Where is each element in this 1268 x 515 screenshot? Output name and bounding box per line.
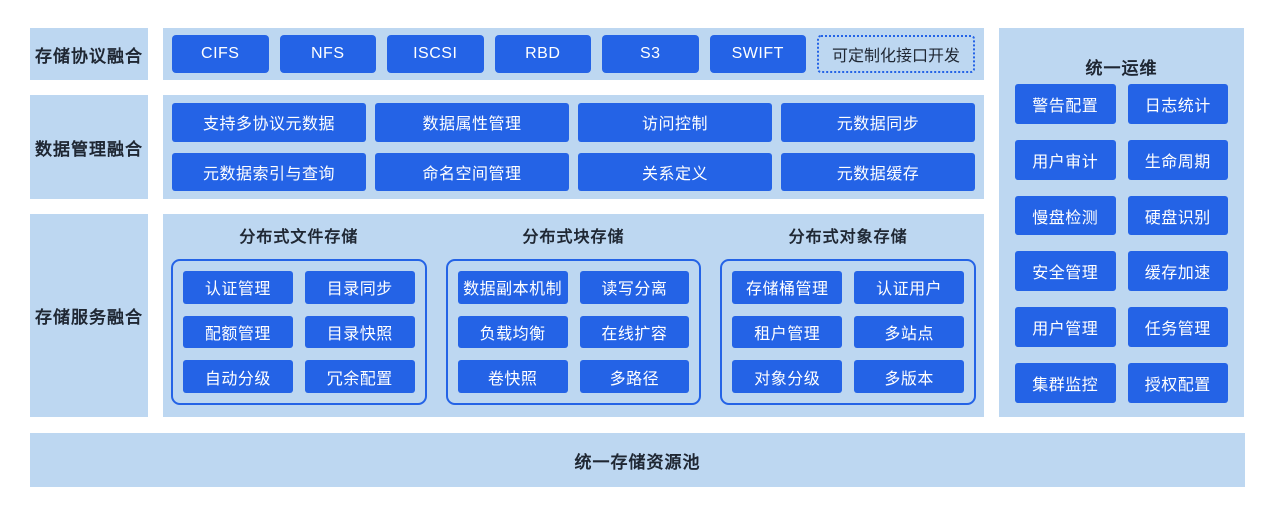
ops-block-disk-identify: 硬盘识别	[1127, 195, 1228, 236]
group-distributed-file-storage: 分布式文件存储 认证管理 目录同步 配额管理 目录快照 自动分级 冗余配置	[171, 224, 427, 405]
ops-block-user-audit: 用户审计	[1015, 139, 1116, 180]
svc-block-redundancy-config: 冗余配置	[304, 360, 415, 393]
group-title-file-storage: 分布式文件存储	[239, 229, 359, 246]
dm-block-metadata-sync: 元数据同步	[781, 103, 975, 142]
group-distributed-object-storage: 分布式对象存储 存储桶管理 认证用户 租户管理 多站点 对象分级 多版本	[720, 224, 977, 405]
protocol-cifs: CIFS	[172, 35, 269, 73]
storage-service-panel: 分布式文件存储 认证管理 目录同步 配额管理 目录快照 自动分级 冗余配置 分布…	[163, 214, 984, 417]
svc-block-multi-version: 多版本	[854, 360, 965, 393]
svc-block-object-tiering: 对象分级	[732, 360, 843, 393]
protocol-swift: SWIFT	[709, 35, 806, 73]
ops-block-lifecycle: 生命周期	[1127, 139, 1228, 180]
group-title-object-storage: 分布式对象存储	[788, 229, 908, 246]
ops-block-cluster-monitor: 集群监控	[1015, 363, 1116, 403]
dm-block-relation-define: 关系定义	[578, 152, 772, 191]
svc-block-quota-mgmt: 配额管理	[183, 315, 293, 349]
group-distributed-block-storage: 分布式块存储 数据副本机制 读写分离 负载均衡 在线扩容 卷快照 多路径	[445, 224, 702, 405]
unified-ops-grid: 警告配置 日志统计 用户审计 生命周期 慢盘检测 硬盘识别 安全管理 缓存加速 …	[1015, 84, 1228, 403]
label-storage-protocol-fusion: 存储协议融合	[30, 28, 148, 80]
dm-block-access-control: 访问控制	[578, 103, 772, 142]
svc-block-read-write-split: 读写分离	[579, 271, 690, 304]
protocol-iscsi: ISCSI	[387, 35, 484, 73]
ops-block-user-mgmt: 用户管理	[1015, 307, 1116, 348]
svc-block-dir-snapshot: 目录快照	[304, 315, 415, 349]
svc-block-volume-snapshot: 卷快照	[457, 360, 568, 393]
data-management-panel: 支持多协议元数据 数据属性管理 访问控制 元数据同步 元数据索引与查询 命名空间…	[163, 95, 984, 199]
svc-block-load-balance: 负载均衡	[457, 315, 568, 349]
protocol-rbd: RBD	[494, 35, 591, 73]
svc-block-auto-tiering: 自动分级	[183, 360, 293, 393]
protocol-nfs: NFS	[279, 35, 376, 73]
dm-block-metadata-cache: 元数据缓存	[781, 152, 975, 191]
label-data-management-fusion: 数据管理融合	[30, 95, 148, 199]
custom-interface-block: 可定制化接口开发	[817, 35, 975, 73]
protocol-s3: S3	[602, 35, 699, 73]
svc-block-multipath: 多路径	[579, 360, 690, 393]
ops-block-auth-config: 授权配置	[1127, 363, 1228, 403]
svc-block-replica-mechanism: 数据副本机制	[457, 271, 568, 304]
svc-block-multi-site: 多站点	[854, 315, 965, 349]
ops-block-cache-accel: 缓存加速	[1127, 251, 1228, 292]
diagram-grid: 存储协议融合 CIFS NFS ISCSI RBD S3 SWIFT 可定制化接…	[30, 28, 1245, 417]
group-title-block-storage: 分布式块存储	[522, 229, 625, 246]
unified-ops-title: 统一运维	[1085, 59, 1158, 78]
ops-block-slow-disk-detect: 慢盘检测	[1015, 195, 1116, 236]
unified-ops-panel: 统一运维 警告配置 日志统计 用户审计 生命周期 慢盘检测 硬盘识别 安全管理 …	[999, 28, 1244, 417]
svc-block-dir-sync: 目录同步	[304, 271, 415, 304]
dm-block-namespace-mgmt: 命名空间管理	[375, 152, 569, 191]
svc-block-bucket-mgmt: 存储桶管理	[732, 271, 843, 304]
svc-block-auth-mgmt: 认证管理	[183, 271, 293, 304]
ops-block-alert-config: 警告配置	[1015, 84, 1116, 124]
ops-block-log-stats: 日志统计	[1127, 84, 1228, 124]
svc-block-tenant-mgmt: 租户管理	[732, 315, 843, 349]
protocol-panel: CIFS NFS ISCSI RBD S3 SWIFT 可定制化接口开发	[163, 28, 984, 80]
group-box-file-storage: 认证管理 目录同步 配额管理 目录快照 自动分级 冗余配置	[171, 259, 427, 405]
unified-storage-pool-bar: 统一存储资源池	[30, 433, 1245, 487]
group-box-block-storage: 数据副本机制 读写分离 负载均衡 在线扩容 卷快照 多路径	[445, 259, 702, 405]
dm-block-metadata-index-query: 元数据索引与查询	[172, 152, 366, 191]
dm-block-multi-protocol-metadata: 支持多协议元数据	[172, 103, 366, 142]
label-storage-service-fusion: 存储服务融合	[30, 214, 148, 417]
group-box-object-storage: 存储桶管理 认证用户 租户管理 多站点 对象分级 多版本	[720, 259, 977, 405]
ops-block-task-mgmt: 任务管理	[1127, 307, 1228, 348]
svc-block-online-expand: 在线扩容	[579, 315, 690, 349]
dm-block-data-attr-mgmt: 数据属性管理	[375, 103, 569, 142]
ops-block-security-mgmt: 安全管理	[1015, 251, 1116, 292]
svc-block-auth-user: 认证用户	[854, 271, 965, 304]
